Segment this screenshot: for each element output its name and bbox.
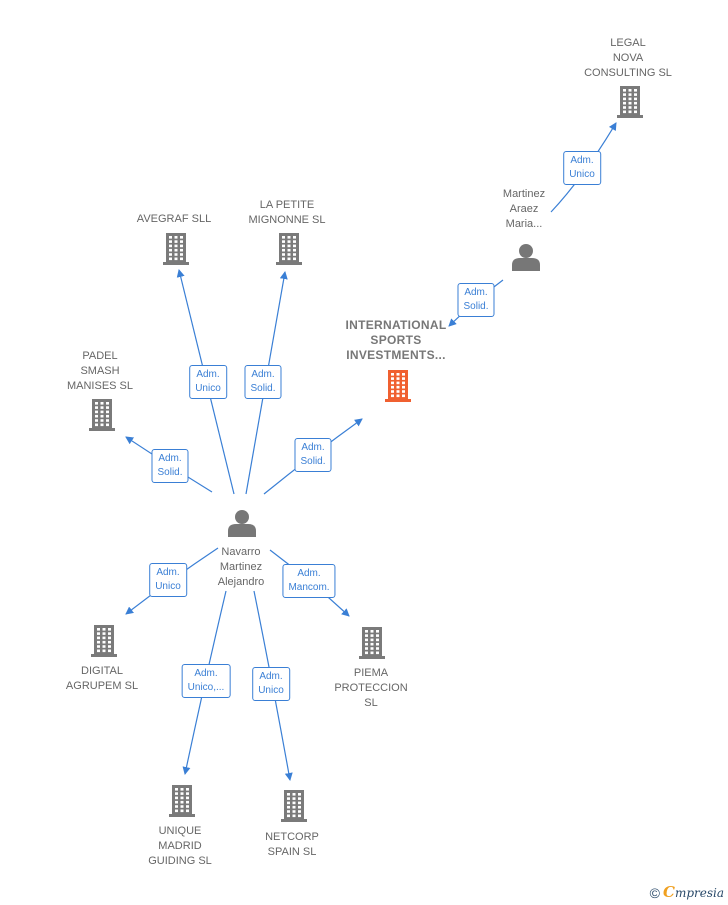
building-icon[interactable] <box>385 370 411 402</box>
node-label-padel-smash[interactable]: PADEL SMASH MANISES SL <box>67 349 133 394</box>
node-label-line: AVEGRAF SLL <box>136 213 212 225</box>
node-label-line: SPORTS <box>370 333 422 347</box>
node-label-line: SL <box>364 697 378 709</box>
edge-label-line: Adm. <box>196 369 220 380</box>
node-label-line: PROTECCION <box>334 682 408 694</box>
node-label-la-petite[interactable]: LA PETITE MIGNONNE SL <box>248 198 325 228</box>
edge-label-line: Unico <box>195 383 221 394</box>
node-label-piema[interactable]: PIEMA PROTECCION SL <box>334 666 407 711</box>
node-label-line: AGRUPEM SL <box>65 680 139 692</box>
node-label-line: Maria... <box>505 218 543 230</box>
edge-label-line: Adm. <box>156 567 180 578</box>
node-label-line: LA PETITE <box>259 199 315 211</box>
person-icon[interactable] <box>228 510 256 537</box>
node-label-line: NETCORP <box>265 831 319 843</box>
edge-label-line: Adm. <box>251 369 275 380</box>
node-label-legal-nova[interactable]: LEGAL NOVA CONSULTING SL <box>584 36 672 81</box>
edge-label-line: Solid. <box>463 301 489 312</box>
edge-label-line: Adm. <box>297 568 321 579</box>
node-label-line: Martinez <box>219 561 263 573</box>
edge-label-netcorp[interactable]: Adm. Unico <box>252 667 290 701</box>
node-label-line: GUIDING SL <box>148 855 212 867</box>
edge-label-line: Unico,... <box>187 682 225 693</box>
edge-label-line: Unico <box>155 581 181 592</box>
edge-label-avegraf[interactable]: Adm. Unico <box>189 365 227 399</box>
node-label-line: MADRID <box>158 840 202 852</box>
edge-label-line: Solid. <box>300 456 326 467</box>
node-label-unique-madrid[interactable]: UNIQUE MADRID GUIDING SL <box>148 824 212 869</box>
edge-label-line: Adm. <box>464 287 488 298</box>
node-label-line: NOVA <box>612 52 644 64</box>
empresia-logo: Cmpresia <box>662 883 724 901</box>
edge-label-international_sports[interactable]: Adm. Solid. <box>457 283 495 317</box>
node-label-line: MIGNONNE SL <box>248 214 326 226</box>
building-icon[interactable] <box>163 233 189 265</box>
edge-label-piema[interactable]: Adm. Mancom. <box>282 564 336 598</box>
node-label-line: Martinez <box>502 188 546 200</box>
building-icon[interactable] <box>617 86 643 118</box>
person-icon[interactable] <box>512 244 540 271</box>
node-label-line: UNIQUE <box>158 825 202 837</box>
building-icon[interactable] <box>169 785 195 817</box>
building-icon[interactable] <box>89 399 115 431</box>
edge-label-line: Unico <box>258 685 284 696</box>
copyright-icon: © <box>649 885 660 901</box>
edge-label-line: Adm. <box>194 668 218 679</box>
edge-label-line: Adm. <box>301 442 325 453</box>
edge-label-legal_nova[interactable]: Adm. Unico <box>563 151 601 185</box>
node-label-line: SMASH <box>80 365 120 377</box>
building-icon[interactable] <box>91 625 117 657</box>
edge-label-la_petite[interactable]: Adm. Solid. <box>244 365 282 399</box>
edge-label-line: Unico <box>569 169 595 180</box>
node-label-line: DIGITAL <box>81 665 123 677</box>
node-label-line: Araez <box>509 203 539 215</box>
node-label-line: INTERNATIONAL <box>345 318 447 332</box>
footer-brand: ©Cmpresia <box>650 883 724 901</box>
node-label-line: Navarro <box>221 546 261 558</box>
edge-label-international_sports[interactable]: Adm. Solid. <box>294 438 332 472</box>
building-icon[interactable] <box>276 233 302 265</box>
node-label-line: PIEMA <box>353 667 389 679</box>
icons-layer <box>89 86 643 822</box>
building-icon[interactable] <box>281 790 307 822</box>
edge-label-line: Mancom. <box>288 582 330 593</box>
edge-label-line: Adm. <box>259 671 283 682</box>
building-icon[interactable] <box>359 627 385 659</box>
node-label-line: Alejandro <box>217 576 265 588</box>
node-label-line: CONSULTING SL <box>584 67 672 79</box>
node-label-line: SPAIN SL <box>267 846 317 858</box>
edge-label-digital_agrupem[interactable]: Adm. Unico <box>149 563 187 597</box>
edge-label-line: Adm. <box>570 155 594 166</box>
edge-label-line: Adm. <box>158 453 182 464</box>
edge-label-line: Solid. <box>157 467 183 478</box>
node-label-line: MANISES SL <box>66 380 134 392</box>
edge-label-padel_smash[interactable]: Adm. Solid. <box>151 449 189 483</box>
node-label-line: PADEL <box>82 350 118 362</box>
node-label-netcorp[interactable]: NETCORP SPAIN SL <box>265 830 319 860</box>
node-label-digital-agrupem[interactable]: DIGITAL AGRUPEM SL <box>66 664 138 694</box>
node-label-line: LEGAL <box>610 37 646 49</box>
edge-label-line: Solid. <box>250 383 276 394</box>
edge-label-unique_madrid[interactable]: Adm. Unico,... <box>181 664 231 698</box>
node-label-avegraf[interactable]: AVEGRAF SLL <box>137 212 211 227</box>
node-label-line: INVESTMENTS... <box>346 348 446 362</box>
